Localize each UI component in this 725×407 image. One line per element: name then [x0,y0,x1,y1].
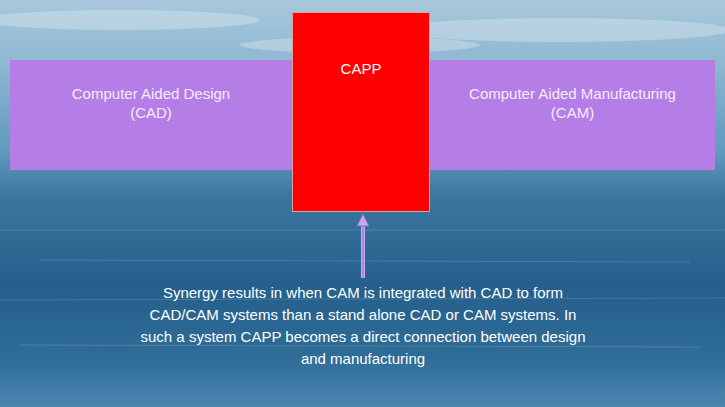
node-text: Computer Aided Design (CAD) [61,84,241,122]
node-text: Computer Aided Manufacturing (CAM) [458,84,688,122]
node-text: CAPP [341,59,382,78]
capp-box: CAPP [292,12,430,212]
cam-band: Computer Aided Manufacturing (CAM) [430,60,715,170]
cad-band: Computer Aided Design (CAD) [10,60,292,170]
pointer-arrow [357,214,369,278]
note-text: Synergy results in when CAM is integrate… [138,282,588,370]
